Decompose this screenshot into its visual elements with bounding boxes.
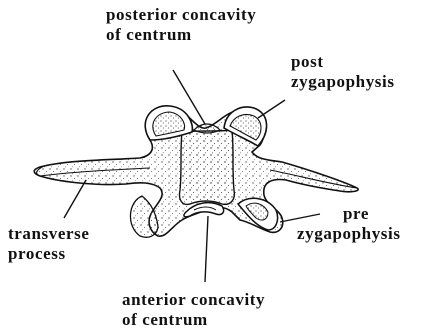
left-lower-lobe [130, 196, 158, 237]
label-pre-zygapophysis: pre zygapophysis [297, 204, 401, 244]
label-anterior-concavity-line1: anterior concavity [122, 290, 265, 310]
label-posterior-concavity-line2: of centrum [106, 25, 256, 45]
label-posterior-concavity: posterior concavity of centrum [106, 5, 256, 45]
label-post-zygapophysis: post zygapophysis [291, 52, 395, 92]
label-pre-zygapophysis-line2: zygapophysis [297, 224, 401, 244]
label-anterior-concavity: anterior concavity of centrum [122, 290, 265, 330]
leader-post-zygapophysis [258, 100, 285, 118]
label-post-zygapophysis-line2: zygapophysis [291, 72, 395, 92]
label-transverse-process-line2: process [8, 244, 90, 264]
centrum [179, 130, 234, 204]
label-transverse-process-line1: transverse [8, 224, 90, 244]
label-post-zygapophysis-line1: post [291, 52, 395, 72]
leader-transverse-process [64, 180, 86, 218]
label-anterior-concavity-line2: of centrum [122, 310, 265, 330]
leader-anterior-concavity [205, 216, 208, 282]
label-transverse-process: transverse process [8, 224, 90, 264]
label-pre-zygapophysis-line1: pre [297, 204, 401, 224]
label-posterior-concavity-line1: posterior concavity [106, 5, 256, 25]
